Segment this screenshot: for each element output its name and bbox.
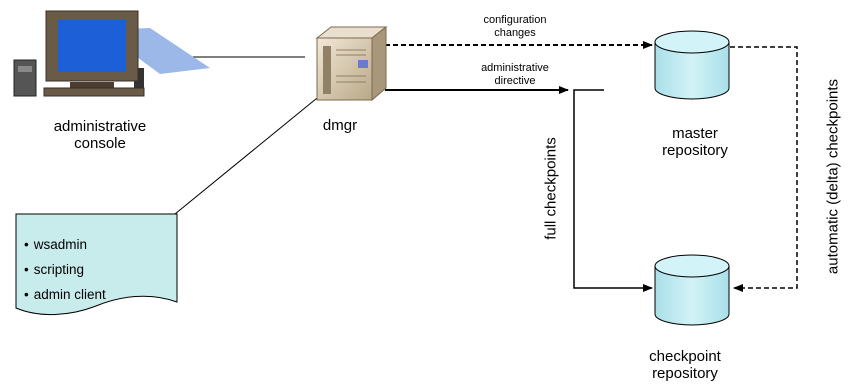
checkpoint-repository-icon — [654, 254, 730, 326]
note-item-admin-client: admin client — [24, 282, 106, 307]
note-dmgr-connector — [174, 93, 323, 215]
script-note: wsadmin scripting admin client — [16, 214, 177, 314]
checkpoint-repository-label: checkpoint repository — [649, 348, 721, 383]
admin-directive-label: administrative directive — [481, 62, 549, 87]
script-note-list: wsadmin scripting admin client — [24, 232, 106, 307]
master-repository-icon — [654, 30, 730, 100]
console-label: administrative console — [53, 118, 147, 153]
full-checkpoints-arrow — [573, 89, 653, 292]
config-changes-label: configuration changes — [483, 14, 547, 39]
full-checkpoints-label: full checkpoints — [542, 137, 560, 240]
note-item-scripting: scripting — [24, 257, 106, 282]
note-item-wsadmin: wsadmin — [24, 232, 106, 257]
dmgr-label: dmgr — [322, 117, 358, 134]
server-icon — [315, 25, 388, 102]
delta-checkpoints-label: automatic (delta) checkpoints — [824, 78, 842, 275]
computer-icon — [13, 10, 210, 97]
delta-checkpoints-arrow — [730, 46, 798, 292]
master-repository-label: master repository — [662, 125, 728, 160]
